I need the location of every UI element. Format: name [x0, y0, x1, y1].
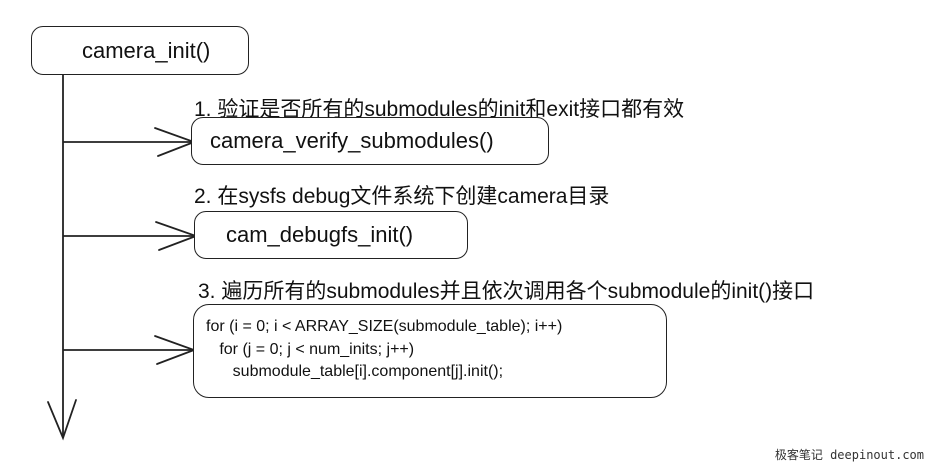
submodule-loop-node [193, 304, 667, 398]
verify-submodules-node [191, 117, 549, 165]
code-line-1: for (i = 0; i < ARRAY_SIZE(submodule_tab… [206, 318, 563, 335]
camera-init-node [31, 26, 249, 75]
code-line-3: submodule_table[i].component[j].init(); [206, 363, 504, 380]
code-line-2: for (j = 0; j < num_inits; j++) [206, 341, 415, 358]
site-watermark: 极客笔记 deepinout.com [774, 448, 924, 462]
debugfs-init-label: cam_debugfs_init() [226, 222, 414, 247]
camera-init-label: camera_init() [82, 38, 211, 63]
down-arrow-head [47, 399, 77, 441]
debugfs-init-node [194, 211, 468, 259]
step-3-description: 3. 遍历所有的submodules并且依次调用各个submodule的init… [198, 280, 815, 303]
verify-submodules-label: camera_verify_submodules() [210, 128, 494, 153]
step-2-description: 2. 在sysfs debug文件系统下创建camera目录 [194, 185, 610, 208]
step-1-description: 1. 验证是否所有的submodules的init和exit接口都有效 [194, 98, 685, 121]
